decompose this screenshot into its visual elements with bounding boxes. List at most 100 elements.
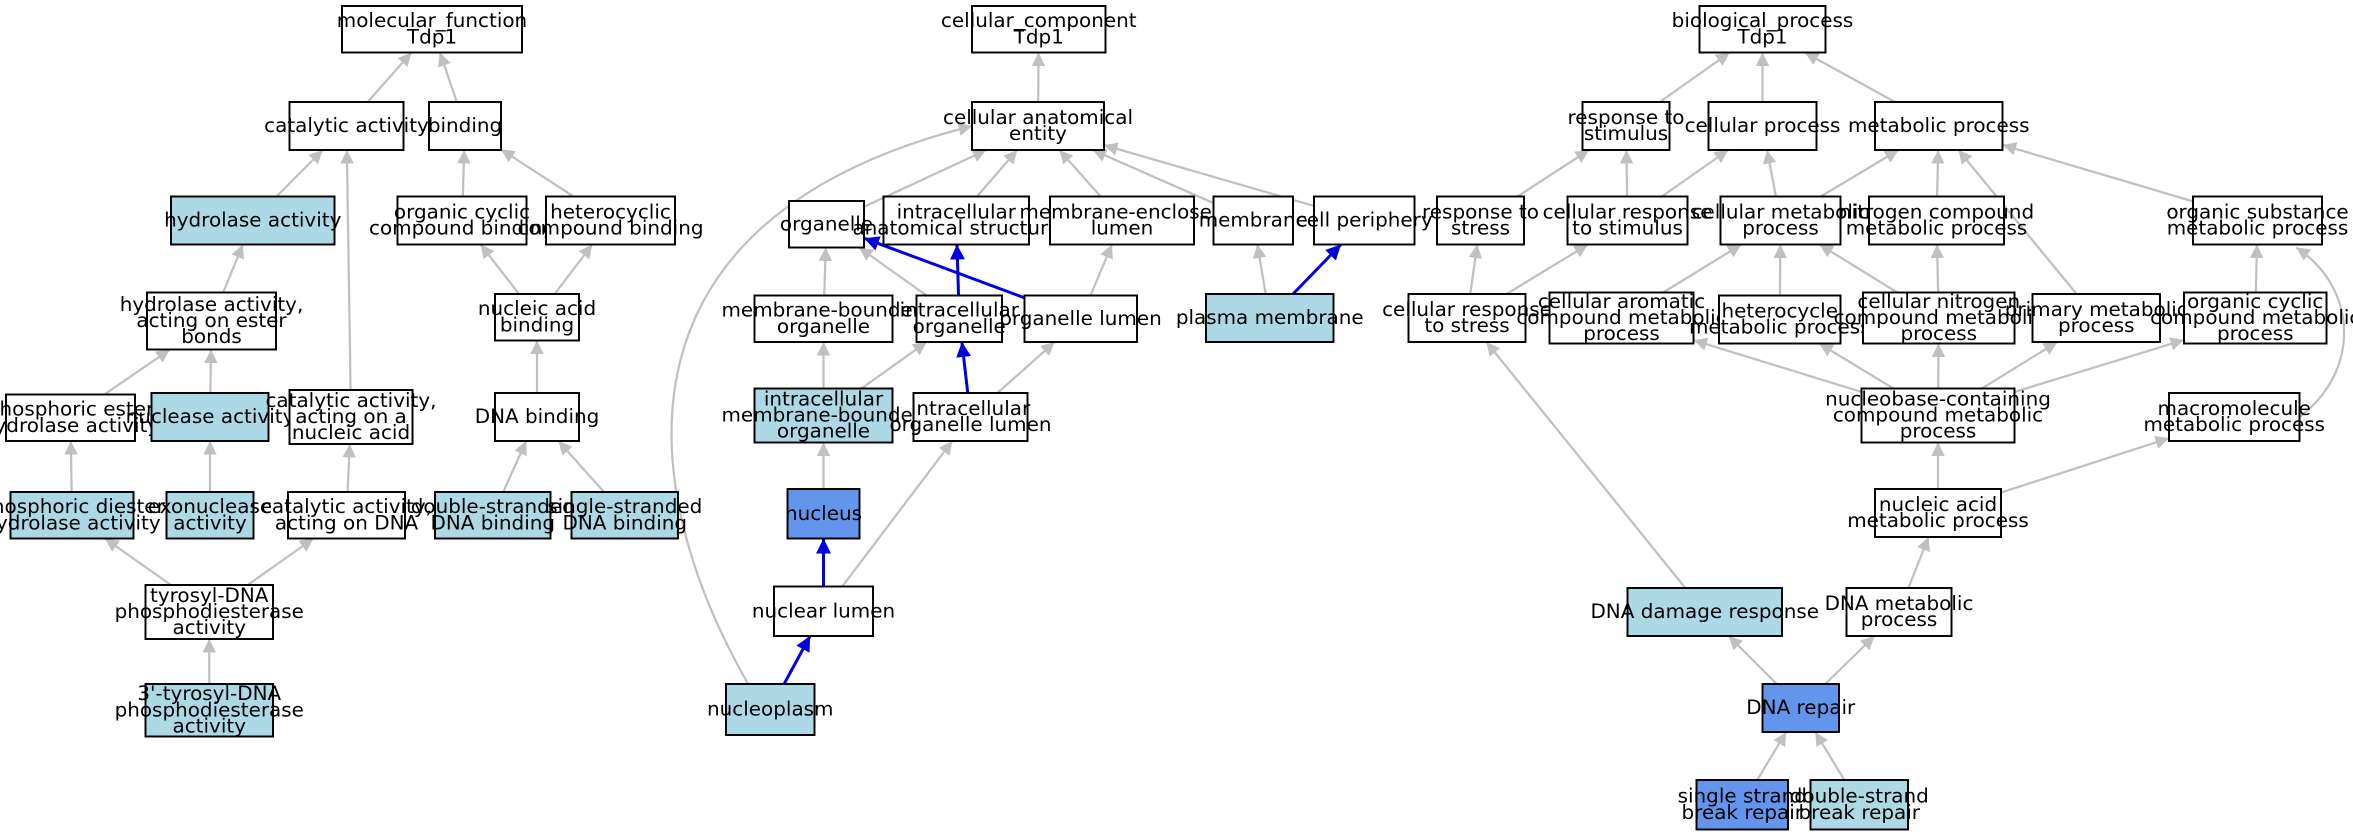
node-cell_proc[interactable]: cellular process <box>1685 101 1841 151</box>
node-box <box>1874 488 2002 538</box>
node-label-line: acting on DNA <box>275 510 419 534</box>
edge-mem_lumen-to-anat <box>1058 149 1102 198</box>
node-dna_repair[interactable]: DNA repair <box>1746 683 1856 733</box>
edge-hydrolase-to-catalytic <box>275 149 324 198</box>
node-hydrolase[interactable]: hydrolase activity <box>164 195 342 246</box>
node-box <box>1695 779 1789 831</box>
node-label-line: phosphoric ester <box>0 397 155 421</box>
node-label-line: exonuclease <box>148 494 272 518</box>
node-label-line: bonds <box>181 324 242 348</box>
node-label-line: intracellular <box>900 298 1020 322</box>
node-label-line: catalytic activity, <box>261 494 432 518</box>
node-box <box>396 195 528 246</box>
node-dna_bind[interactable]: DNA binding <box>475 392 600 442</box>
node-box <box>150 392 270 442</box>
node-organelle[interactable]: organelle <box>780 200 873 249</box>
node-dna_damage[interactable]: DNA damage response <box>1590 587 1819 637</box>
node-org_lumen[interactable]: organelle lumen <box>1000 294 1162 343</box>
node-label-line: Tdp1 <box>406 24 457 48</box>
node-label-line: single-stranded <box>547 494 702 518</box>
node-label-line: cellular anatomical <box>943 105 1133 129</box>
edge-plasma-to-periphery <box>1291 243 1343 296</box>
node-nuc_lumen[interactable]: nuclear lumen <box>752 585 895 637</box>
node-label-line: hydrolase activity <box>0 510 161 534</box>
node-label-line: phosphoric diester <box>0 494 166 518</box>
node-label-line: catalytic activity, <box>265 388 436 412</box>
edge-org_lumen-to-mem_lumen <box>1089 244 1113 296</box>
edge-nuc_lumen-to-intra_org_lumen <box>841 440 954 588</box>
node-box <box>2031 293 2161 343</box>
node-box <box>1698 5 1827 54</box>
edge-phos_diester-to-phos_ester <box>64 440 78 493</box>
node-membrane[interactable]: membrane <box>1199 195 1308 246</box>
node-label-line: primary metabolic <box>2005 297 2188 321</box>
node-box <box>1718 294 1842 345</box>
node-label-line: break repair <box>1682 800 1804 824</box>
node-metab[interactable]: metabolic process <box>1848 101 2030 151</box>
node-box <box>1707 101 1818 151</box>
node-binding[interactable]: binding <box>428 101 502 151</box>
node-box <box>2168 392 2301 442</box>
node-box <box>288 101 405 151</box>
edge-ds_bind-to-dna_bind <box>502 440 528 493</box>
node-plasma[interactable]: plasma membrane <box>1176 293 1364 343</box>
node-periphery[interactable]: cell periphery <box>1296 195 1433 246</box>
edge-dna_repair-to-dna_damage <box>1727 635 1778 685</box>
node-label-line: 3'-tyrosyl-DNA <box>137 681 281 705</box>
edge-nucacid_bind-to-hetero_bind <box>553 243 594 295</box>
node-nucleoplasm[interactable]: nucleoplasm <box>707 683 833 736</box>
node-nucleus[interactable]: nucleus <box>785 488 862 540</box>
node-label-line: organelle <box>777 419 870 443</box>
edge-intra_org-to-intra_anat <box>949 244 965 296</box>
node-catalytic[interactable]: catalytic activity <box>264 101 429 151</box>
node-label-line: binding <box>428 113 502 137</box>
node-nuclease[interactable]: nuclease activity <box>126 392 295 442</box>
node-box <box>1809 779 1909 831</box>
node-box <box>146 291 277 351</box>
node-label-line: nucleobase-containing <box>1825 386 2051 410</box>
node-cat_dna[interactable]: catalytic activity,acting on DNA <box>261 491 432 540</box>
node-label-line: intracellular <box>911 396 1031 420</box>
edge-cell_resp_stress-to-resp_stress <box>1468 244 1483 295</box>
